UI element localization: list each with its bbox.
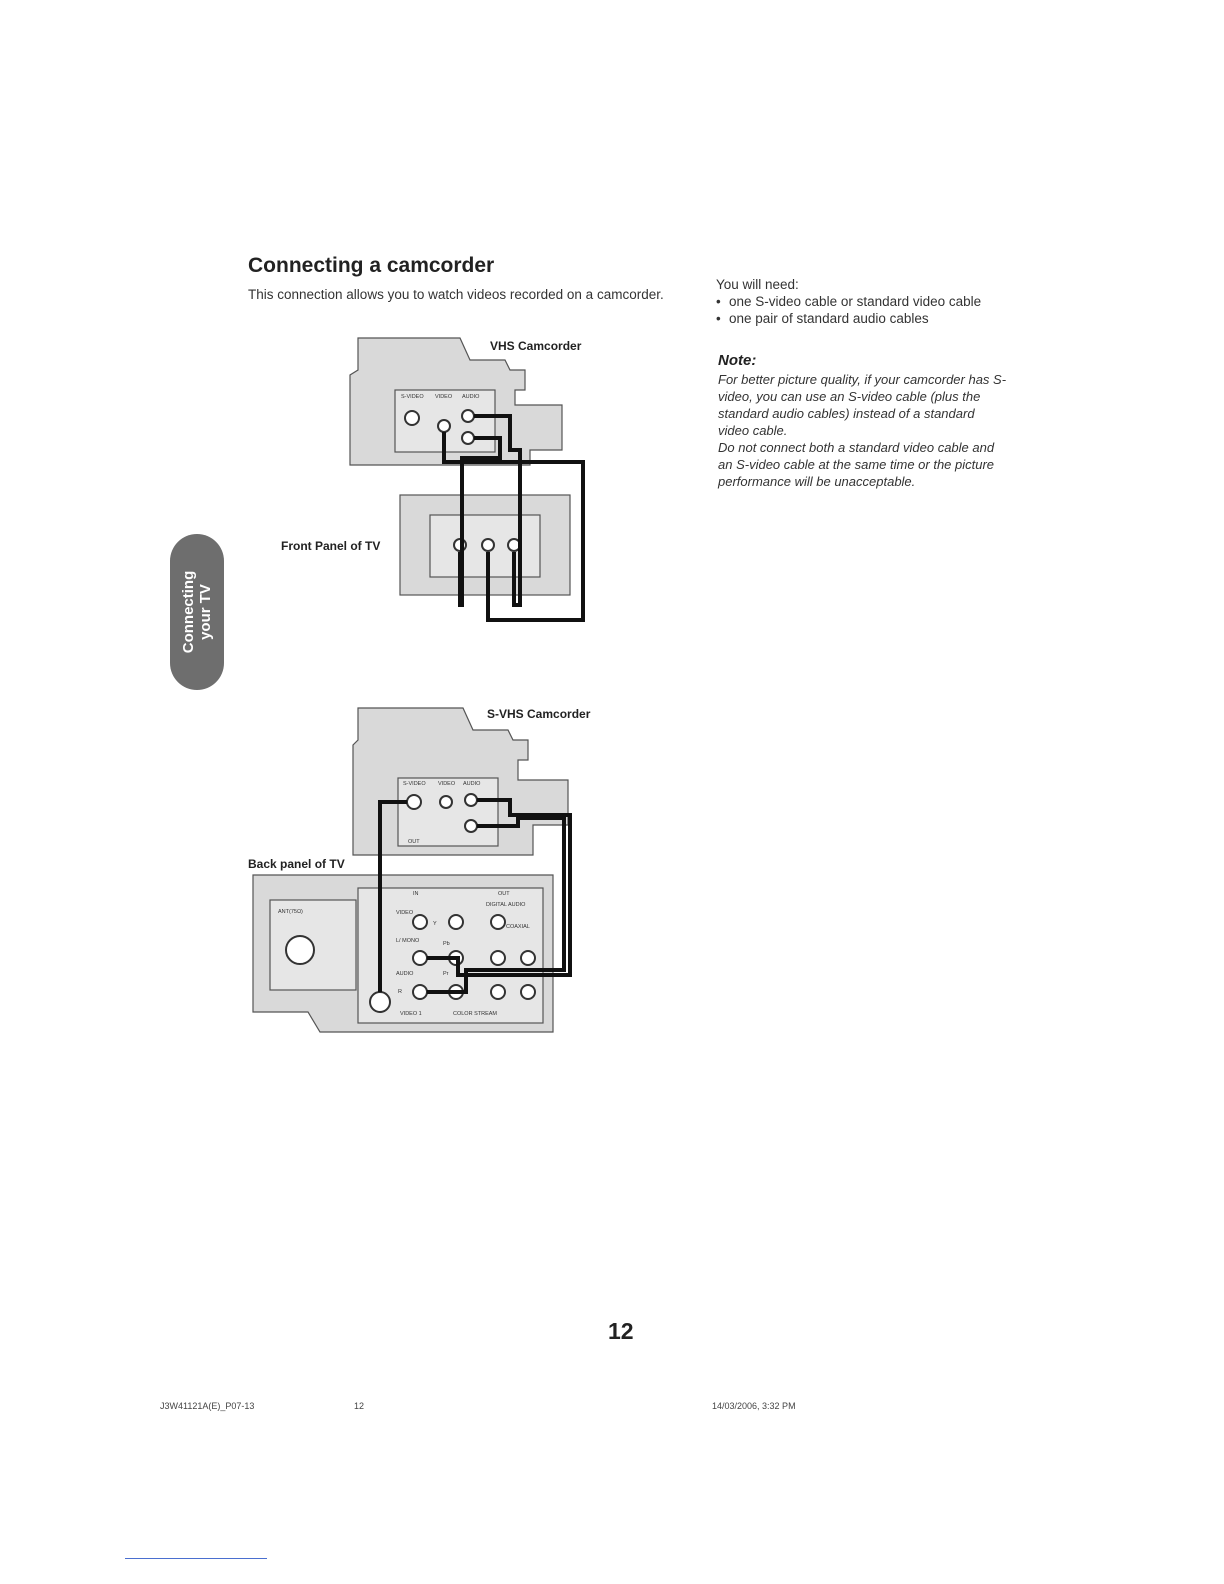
section-side-tab: Connecting your TV [170, 534, 224, 690]
svideo-cable [378, 800, 407, 992]
video-label: VIDEO [396, 910, 414, 916]
requirement-item: one pair of standard audio cables [716, 310, 981, 327]
coaxial-jack-icon [490, 914, 506, 930]
requirements-heading: You will need: [716, 277, 799, 292]
svideo-jack-icon [404, 410, 420, 426]
note-heading: Note: [718, 352, 757, 369]
audio-r-jack-icon [461, 431, 475, 445]
digital-audio-label: DIGITAL AUDIO [486, 902, 526, 908]
pb-label: Pb [443, 941, 450, 947]
color-stream-label: COLOR STREAM [453, 1011, 497, 1017]
out-jack-icon [520, 984, 536, 1000]
section-title: Connecting a camcorder [248, 254, 495, 277]
requirements-list: one S-video cable or standard video cabl… [716, 293, 981, 327]
vhs-camcorder-label: VHS Camcorder [490, 339, 582, 353]
panel-audio-r-jack-icon [412, 984, 428, 1000]
side-tab-line: your TV [197, 584, 214, 640]
audio-r-jack-icon [464, 819, 478, 833]
y-label: Y [433, 921, 437, 927]
video-jack-icon [439, 795, 453, 809]
svideo-jack-icon [406, 794, 422, 810]
note-body: For better picture quality, if your camc… [718, 371, 1008, 490]
video1-label: VIDEO 1 [400, 1011, 422, 1017]
svhs-video-label: VIDEO [438, 781, 456, 787]
requirement-item: one S-video cable or standard video cabl… [716, 293, 981, 310]
video-jack-icon [437, 419, 451, 433]
audio-l-jack-icon [461, 409, 475, 423]
out-audio-r-jack-icon [520, 950, 536, 966]
footer-datetime: 14/03/2006, 3:32 PM [712, 1401, 796, 1411]
video-cable [442, 432, 585, 622]
vhs-connection-diagram: S-VIDEO VIDEO AUDIO [349, 337, 585, 622]
panel-y-jack-icon [448, 914, 464, 930]
ant-label: ANT(75Ω) [278, 909, 303, 915]
panel-out-label: OUT [498, 891, 510, 897]
svhs-connection-diagram: S-VIDEO VIDEO AUDIO OUT ANT(75Ω) IN OUT … [252, 707, 572, 1033]
r-label: R [398, 989, 402, 995]
svhs-audio-label: AUDIO [463, 781, 481, 787]
tv-audio-l-jack-icon [481, 538, 495, 552]
pr-label: Pr [443, 971, 449, 977]
footer-page: 12 [354, 1401, 365, 1411]
panel-in-label: IN [413, 891, 419, 897]
panel-audio-l-jack-icon [412, 950, 428, 966]
audio-label: AUDIO [396, 971, 414, 977]
footer-document-code: J3W41121A(E)_P07-13 [160, 1401, 255, 1411]
note-paragraph: For better picture quality, if your camc… [718, 372, 1007, 438]
out-audio-l-jack-icon [490, 950, 506, 966]
antenna-jack-icon [285, 935, 315, 965]
side-tab-label: Connecting your TV [180, 571, 214, 654]
l-mono-label: L/ MONO [396, 938, 420, 944]
svhs-svideo-label: S-VIDEO [403, 781, 426, 787]
audio-l-jack-icon [464, 793, 478, 807]
audio-cable [427, 798, 572, 977]
svhs-camcorder-label: S-VHS Camcorder [487, 707, 591, 721]
audio-cable [427, 816, 566, 994]
side-tab-line: Connecting [180, 570, 197, 654]
out-r-jack-icon [490, 984, 506, 1000]
svhs-out-label: OUT [408, 839, 420, 845]
vhs-svideo-label: S-VIDEO [401, 394, 424, 400]
vhs-video-label: VIDEO [435, 394, 453, 400]
coaxial-label: COAXIAL [506, 924, 530, 930]
audio-cable [474, 414, 522, 607]
section-intro: This connection allows you to watch vide… [248, 287, 664, 302]
footer-rule [125, 1558, 267, 1559]
audio-cable [458, 436, 502, 607]
panel-svideo-jack-icon [369, 991, 391, 1013]
page-number: 12 [608, 1318, 634, 1344]
vhs-audio-label: AUDIO [462, 394, 480, 400]
panel-video-jack-icon [412, 914, 428, 930]
front-panel-label: Front Panel of TV [281, 539, 381, 553]
back-panel-label: Back panel of TV [248, 857, 345, 871]
note-paragraph: Do not connect both a standard video cab… [718, 440, 995, 489]
